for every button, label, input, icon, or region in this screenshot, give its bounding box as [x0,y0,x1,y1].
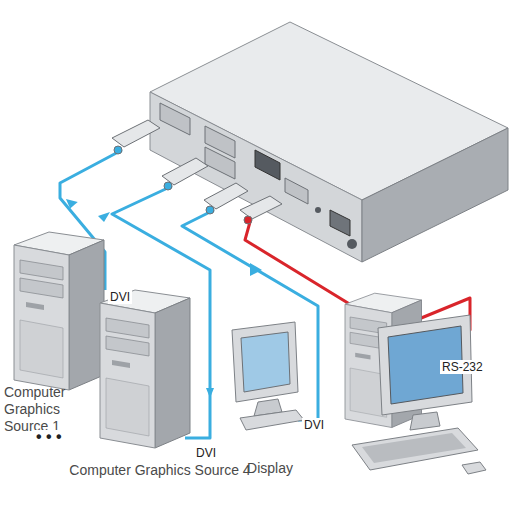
node-caption: Computer Graphics Source 1 [4,384,84,435]
cable-plug [244,216,252,224]
arrowhead [98,212,110,222]
switcher-device [347,239,357,249]
node-label-group: Display [230,460,310,477]
illustration [14,232,104,390]
node-label-group: Computer Graphics Source 4 [60,462,260,479]
arrowhead [250,263,262,276]
display-monitor [241,332,290,392]
cable-label: DVI [302,418,326,432]
control-pc [462,462,486,474]
switcher-device [362,128,508,262]
switcher-device [160,103,190,135]
node-caption: Computer Graphics Source 4 [60,462,260,479]
cable-plug [162,158,208,185]
display-monitor [232,322,304,430]
switcher-device [330,210,350,236]
cable-plug [114,146,122,154]
arrowhead [206,388,214,398]
ellipsis-mark: • • • [34,430,64,444]
cable-plug [112,120,160,147]
cable-plug [206,206,214,214]
node-caption: Display [230,460,310,477]
cable-label: RS-232 [440,360,485,374]
switcher-device [255,150,280,180]
switcher-device [150,22,508,262]
arrowhead [64,194,78,208]
cable-plug [112,120,282,224]
node-label-group: Computer Graphics Source 1 [4,384,84,435]
switcher-device [315,207,321,213]
display-monitor [232,322,298,402]
cable-plug [204,183,248,209]
switcher-device [285,178,308,204]
illustration [100,290,190,448]
control-pc [362,433,466,463]
cable-plug [240,196,282,219]
switcher-device [150,92,362,262]
display-monitor [240,410,304,430]
cable-label: DVI [108,290,132,304]
control-pc [352,315,486,474]
switcher-device [205,147,235,179]
cable-label: DVI [194,446,218,460]
control-pc [410,412,440,430]
cable-plug [164,182,172,190]
control-pc [352,428,478,470]
